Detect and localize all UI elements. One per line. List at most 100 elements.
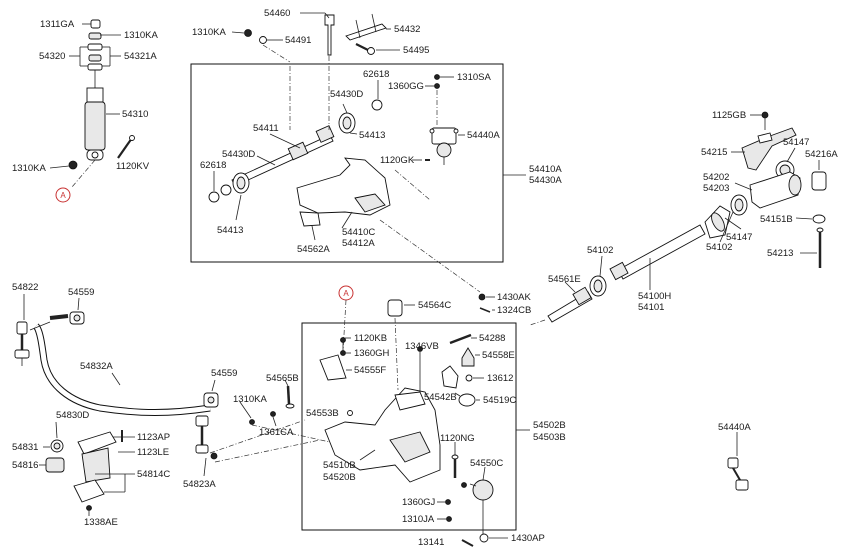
label-54553b: 54553B: [306, 408, 339, 419]
reference-marker-a-center: A: [338, 285, 354, 301]
label-54519c: 54519C: [483, 395, 516, 406]
bolt-1120kb: [340, 337, 346, 343]
label-54510b: 54510B: [323, 460, 356, 471]
housing-54202: [749, 171, 802, 209]
label-54559-mid: 54559: [211, 368, 237, 379]
washer-1360gj: [445, 499, 451, 505]
lower-control-arm: [324, 387, 441, 483]
label-1310ka-left: 1310KA: [12, 163, 46, 174]
bushing-54102-left: [589, 275, 607, 297]
bushing-54519c: [458, 393, 476, 407]
nut-1310sa: [434, 74, 440, 80]
label-54491: 54491: [285, 35, 311, 46]
bracket-54215: [741, 127, 797, 171]
bolt-1338ae: [86, 505, 92, 511]
label-54413-bottom: 54413: [217, 225, 243, 236]
lower-arm-assembly-box: [301, 322, 517, 531]
label-1311ga: 1311GA: [40, 19, 75, 30]
label-54495: 54495: [403, 45, 429, 56]
label-1346vb: 1346VB: [405, 341, 439, 352]
label-54542b: 54542B: [424, 392, 457, 403]
stabilizer-link-54823a: [195, 415, 218, 460]
stabilizer-link-left: [14, 321, 51, 366]
label-54832a: 54832A: [80, 361, 113, 372]
label-54830d: 54830D: [56, 410, 89, 421]
washer-1360gg: [434, 83, 440, 89]
bushing-54413-top: [338, 112, 356, 134]
label-54203: 54203: [703, 183, 729, 194]
nut-1310ka-low: [249, 419, 255, 425]
bushing-54102-mid: [730, 194, 748, 216]
label-54151b: 54151B: [760, 214, 793, 225]
label-54147-mid: 54147: [726, 232, 752, 243]
label-54823a: 54823A: [183, 479, 216, 490]
nut-1430ak: [478, 293, 486, 301]
label-1360gg: 1360GG: [388, 81, 424, 92]
label-54310: 54310: [122, 109, 148, 120]
label-54562a: 54562A: [297, 244, 330, 255]
rack-shaft-54100h: [609, 224, 706, 281]
label-54101: 54101: [638, 302, 664, 313]
label-1123le: 1123LE: [137, 447, 169, 458]
label-54430d-top: 54430D: [330, 89, 363, 100]
label-13141: 13141: [418, 537, 444, 548]
reference-marker-a-left: A: [55, 187, 71, 203]
label-54410a: 54410A: [529, 164, 562, 175]
washer-54491: [259, 36, 267, 44]
bracket-54432: [345, 13, 387, 41]
label-1310ka-mid: 1310KA: [192, 27, 226, 38]
cap-54216a: [811, 171, 827, 191]
ball-joint-54440a: [429, 127, 459, 165]
label-1360gj: 1360GJ: [402, 497, 436, 508]
label-1120kv: 1120KV: [116, 161, 150, 172]
label-54822: 54822: [12, 282, 38, 293]
label-54215: 54215: [701, 147, 727, 158]
bolt-1120kv: [117, 135, 135, 159]
label-54502b: 54502B: [533, 420, 566, 431]
nut-1310ja: [446, 516, 452, 522]
label-1310ka-low: 1310KA: [233, 394, 267, 405]
label-54831: 54831: [12, 442, 38, 453]
label-54564c: 54564C: [418, 300, 451, 311]
bracket-54814c: [73, 479, 105, 503]
label-54413-top: 54413: [359, 130, 385, 141]
upper-control-arm: [296, 157, 391, 227]
nut-62618-left: [208, 191, 220, 203]
bushing-54559-top: [69, 311, 85, 325]
label-1310ka-top: 1310KA: [124, 30, 158, 41]
label-1430ak: 1430AK: [497, 292, 531, 303]
label-54100h: 54100H: [638, 291, 671, 302]
label-1123ap: 1123AP: [137, 432, 170, 443]
tie-rod-54561e: [547, 286, 593, 323]
bellows-54147-mid: [704, 205, 731, 239]
label-54147-top: 54147: [783, 137, 809, 148]
bushing-54559-mid: [203, 392, 219, 408]
upper-arm-shaft-54411: [231, 125, 335, 187]
label-1338ae: 1338AE: [84, 517, 118, 528]
label-1430ap: 1430AP: [511, 533, 545, 544]
nut-1310ka-mid: [244, 29, 252, 37]
shock-absorber: [84, 19, 106, 161]
label-54565b: 54565B: [266, 373, 299, 384]
upper-arm-assembly-box: [190, 63, 504, 263]
label-54411: 54411: [253, 123, 279, 134]
bushing-54564c: [387, 299, 403, 317]
label-54814c: 54814C: [137, 469, 170, 480]
label-13612: 13612: [487, 373, 513, 384]
nut-62618-top: [371, 99, 383, 111]
label-54213: 54213: [767, 248, 793, 259]
label-54440a-right: 54440A: [718, 422, 751, 433]
label-54410c: 54410C: [342, 227, 375, 238]
label-54102-mid: 54102: [706, 242, 732, 253]
label-54460: 54460: [264, 8, 290, 19]
ball-joint-54550c: [469, 479, 494, 535]
ball-joint-54440a-right: [727, 457, 749, 491]
label-54520b: 54520B: [323, 472, 356, 483]
bolt-54288: [449, 333, 472, 345]
label-54816: 54816: [12, 460, 38, 471]
nut-1310ka-left: [68, 160, 78, 170]
label-54555f: 54555F: [354, 365, 386, 376]
label-54503b: 54503B: [533, 432, 566, 443]
